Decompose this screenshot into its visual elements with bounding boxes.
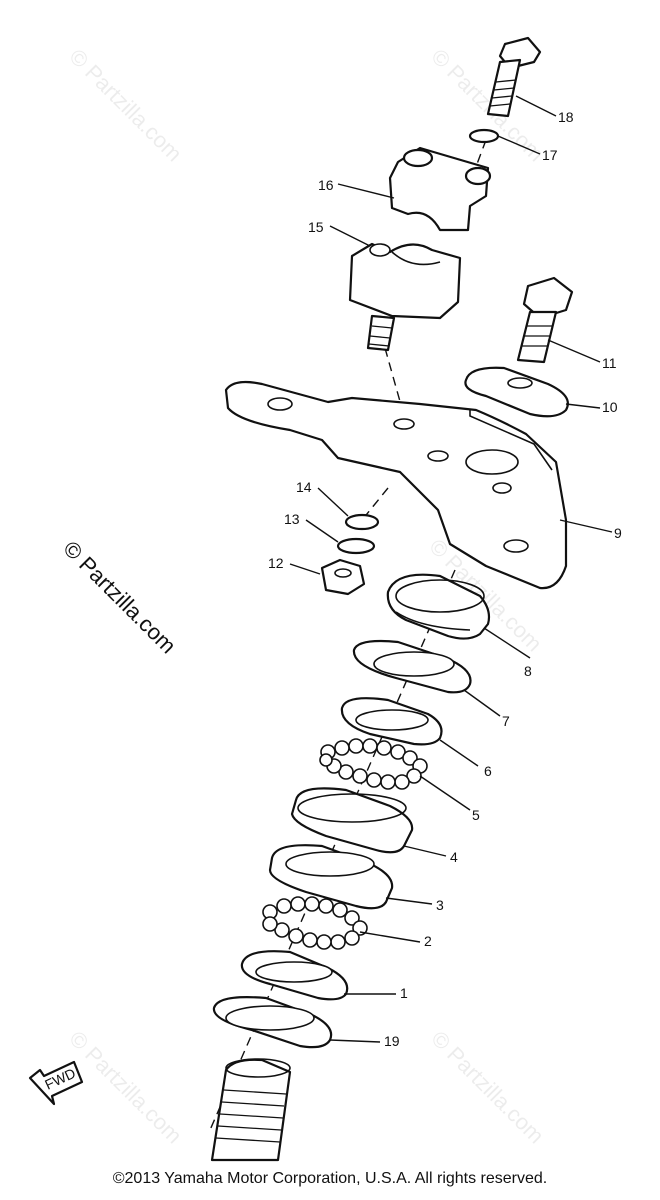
bolt-top: [486, 36, 542, 118]
part-number-14: 14: [296, 479, 312, 495]
washer-top: [468, 128, 500, 144]
ring-nut: [386, 573, 491, 640]
part-number-11: 11: [602, 355, 617, 371]
leader-lines: [289, 95, 613, 1043]
part-number-4: 4: [450, 849, 458, 865]
nut-12: [320, 558, 366, 596]
part-number-9: 9: [614, 525, 622, 541]
ball-race-lower: [240, 950, 349, 1001]
part-number-19: 19: [384, 1033, 400, 1049]
lock-washer-13: [336, 537, 376, 555]
part-number-5: 5: [472, 807, 480, 823]
part-number-1: 1: [400, 985, 408, 1001]
handlebar-holder-upper: [388, 146, 492, 232]
washer-14: [344, 513, 380, 531]
ball-bearings-lower: [262, 896, 368, 950]
part-number-12: 12: [268, 555, 284, 571]
part-number-8: 8: [524, 663, 532, 679]
copyright-notice: ©2013 Yamaha Motor Corporation, U.S.A. A…: [112, 1170, 548, 1187]
watermark-top-left: © Partzilla.com: [64, 44, 187, 167]
part-number-3: 3: [436, 897, 444, 913]
part-number-17: 17: [542, 147, 558, 163]
ball-bearings-upper: [319, 738, 428, 790]
watermark-bottom-left: © Partzilla.com: [64, 1026, 187, 1149]
dust-seal: [352, 639, 472, 694]
handlebar-holder-lower: [348, 242, 462, 352]
upper-bracket: [224, 380, 568, 590]
part-number-18: 18: [558, 109, 574, 125]
steering-stem-shaft: [210, 1058, 292, 1162]
part-number-13: 13: [284, 511, 300, 527]
forward-arrow-icon: FWD: [28, 1060, 84, 1106]
part-number-15: 15: [308, 219, 324, 235]
watermark-main: © Partzilla.com: [58, 536, 181, 659]
part-numbers: 18 17 16 15 11 10 9 8 7 6 5 4 3 2 1 19 1…: [268, 109, 622, 1049]
watermark-bottom-right: © Partzilla.com: [426, 1026, 549, 1149]
part-number-10: 10: [602, 399, 618, 415]
bolt-right: [516, 276, 574, 364]
part-number-6: 6: [484, 763, 492, 779]
part-number-16: 16: [318, 177, 334, 193]
cone-race-upper: [290, 787, 414, 854]
dust-seal-lower: [212, 996, 333, 1049]
ball-race-upper: [340, 697, 443, 746]
plate-washer: [464, 366, 569, 418]
axis-line-top: [473, 139, 487, 173]
part-number-2: 2: [424, 933, 432, 949]
part-number-7: 7: [502, 713, 510, 729]
cone-race-lower: [268, 844, 394, 910]
